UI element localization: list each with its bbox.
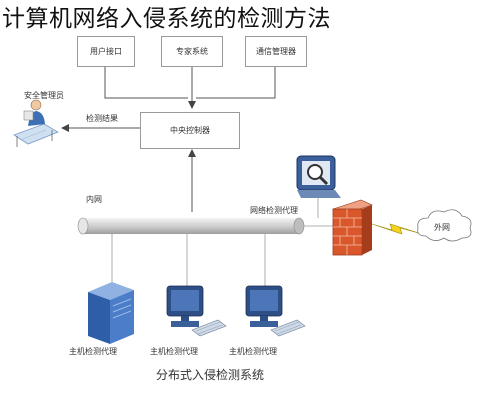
expert-system-box: 专家系统 bbox=[161, 36, 223, 67]
computer-icon bbox=[245, 285, 306, 337]
magnifier-icon bbox=[296, 155, 341, 198]
cloud-icon bbox=[417, 209, 472, 242]
network-agent-label: 网络检测代理 bbox=[250, 206, 298, 215]
computer-icon bbox=[166, 285, 227, 337]
security-admin-label: 安全管理员 bbox=[24, 91, 64, 100]
host-agent-label: 主机检测代理 bbox=[229, 347, 277, 356]
detect-result-label: 检测结果 bbox=[86, 114, 118, 123]
bolt-icon bbox=[371, 223, 423, 235]
intranet-pipe bbox=[77, 217, 305, 235]
central-controller-box: 中央控制器 bbox=[140, 112, 240, 149]
page-title: 计算机网络入侵系统的检测方法 bbox=[2, 6, 331, 32]
connector-comm-manager bbox=[196, 67, 276, 99]
intranet-label: 内网 bbox=[86, 195, 102, 204]
extranet-label: 外网 bbox=[434, 223, 450, 232]
firewall-icon bbox=[332, 199, 373, 256]
diagram-caption: 分布式入侵检测系统 bbox=[156, 368, 265, 382]
admin-person-icon bbox=[13, 99, 59, 147]
connector-user-interface bbox=[104, 67, 188, 99]
user-interface-box: 用户接口 bbox=[77, 36, 135, 67]
comm-manager-box: 通信管理器 bbox=[245, 36, 307, 67]
host-agent-label: 主机检测代理 bbox=[150, 347, 198, 356]
server-icon bbox=[88, 282, 134, 344]
host-agent-label: 主机检测代理 bbox=[69, 347, 117, 356]
